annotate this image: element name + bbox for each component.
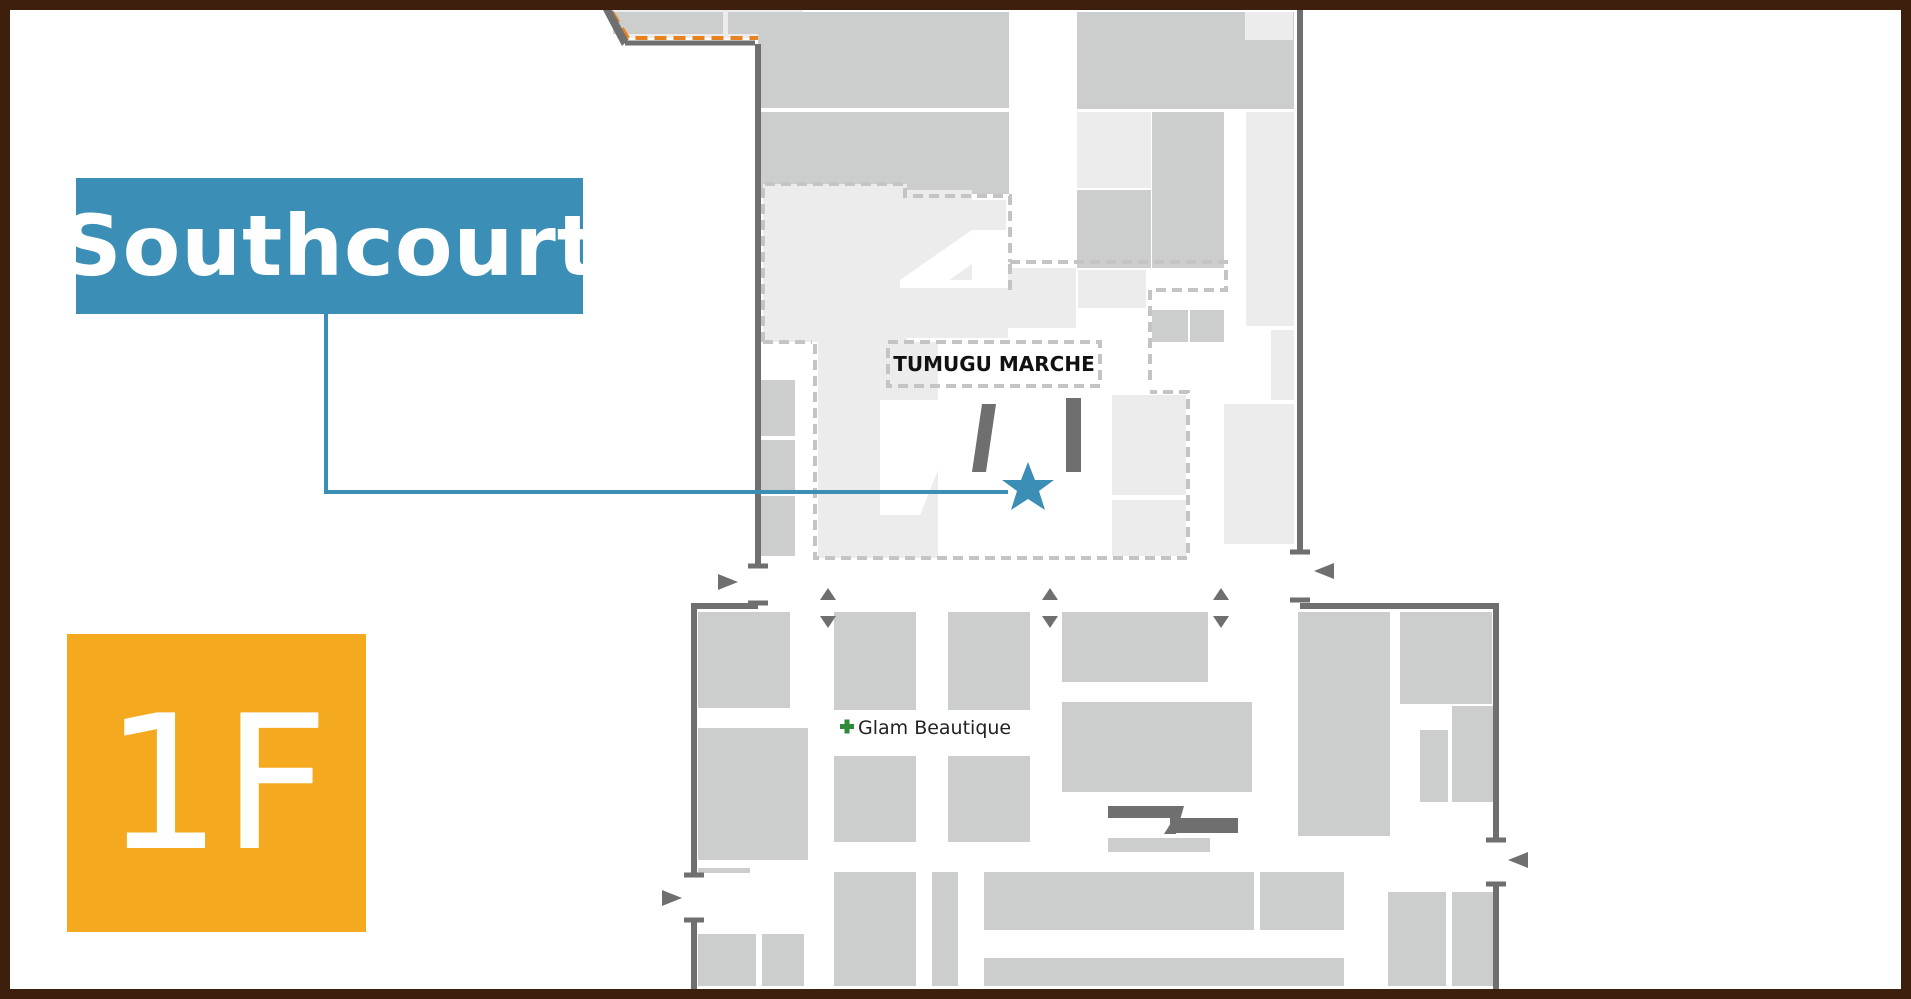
floor-number: 1F — [103, 674, 330, 892]
star-icon — [1002, 462, 1054, 510]
floor-label: 1F — [67, 634, 366, 932]
leader-line — [324, 314, 1008, 494]
area-label-southcourt: Southcourt — [61, 178, 597, 314]
glam-beautique-label: Glam Beautique — [858, 717, 1011, 739]
tumugu-marche-label: TUMUGU MARCHE — [893, 352, 1095, 376]
lower-building — [684, 597, 1506, 990]
upper-building — [603, 10, 1310, 569]
green-cross-icon — [840, 719, 854, 734]
glam-beautique-marker: Glam Beautique — [840, 717, 1011, 739]
entrance-arrows — [662, 563, 1528, 906]
area-name: Southcourt — [61, 197, 598, 295]
